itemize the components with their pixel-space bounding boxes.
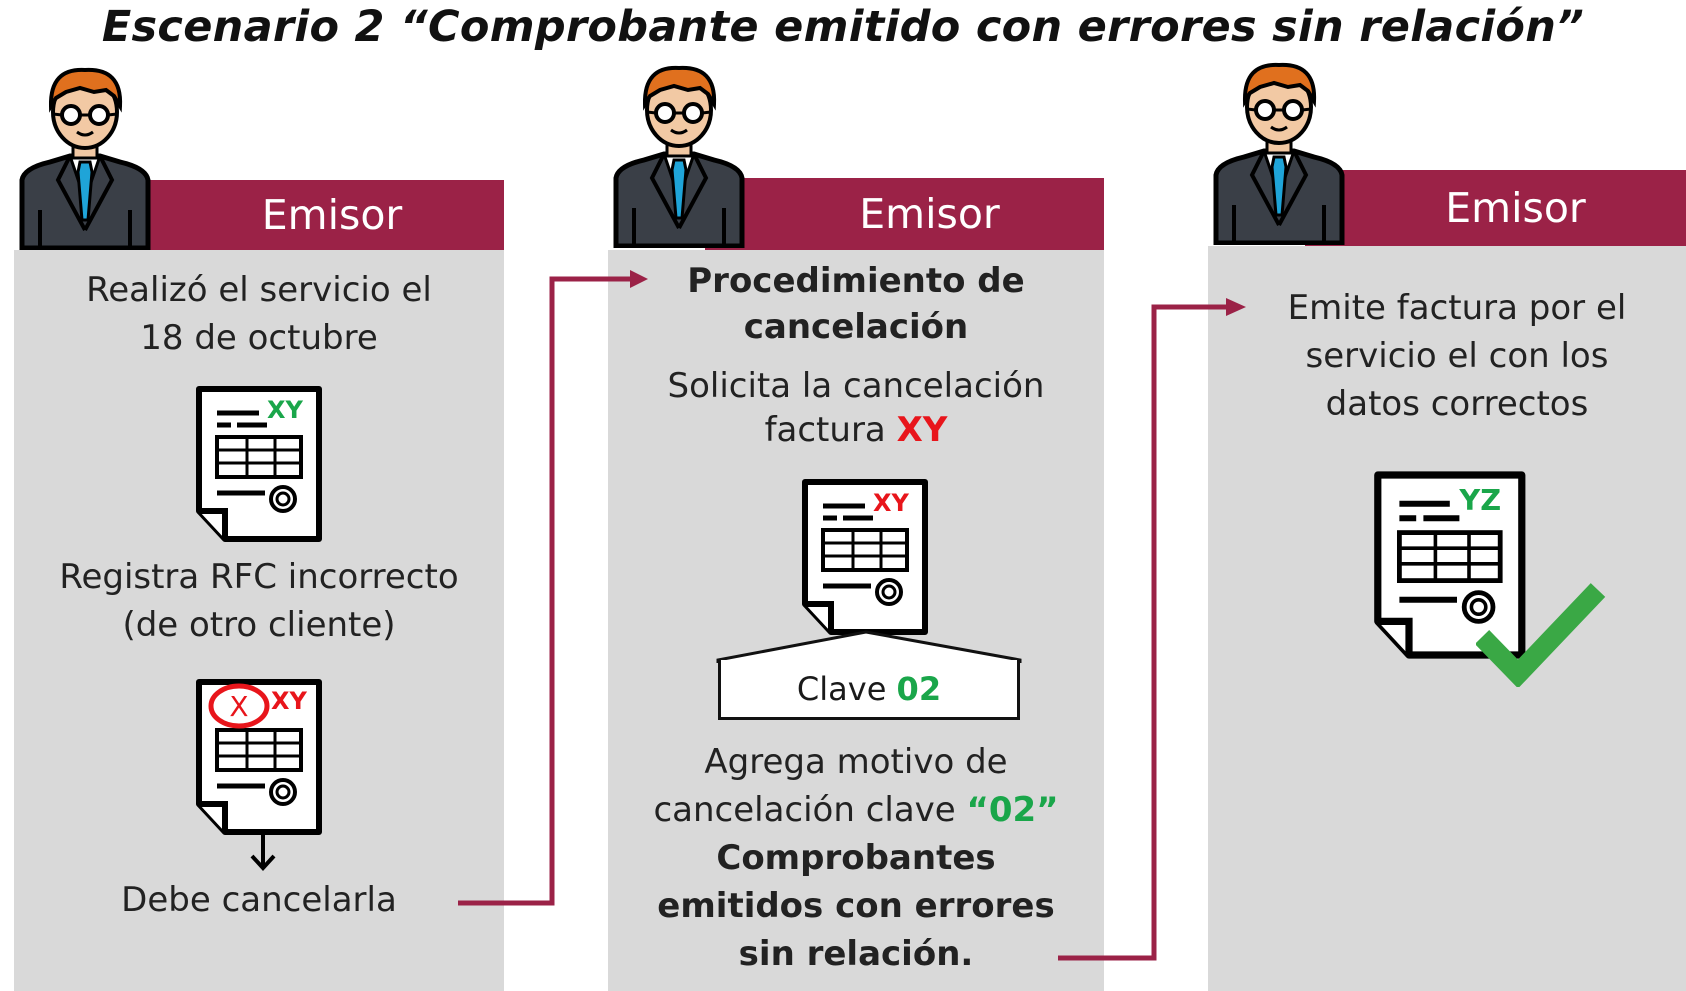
panel-1-line-1: Realizó el servicio el	[86, 270, 432, 310]
panel-3-line-2: servicio el con los	[1305, 336, 1609, 376]
panel-2-request: Solicita la cancelación factura XY	[608, 364, 1104, 452]
panel-3-line-3: datos correctos	[1325, 384, 1589, 424]
panel-3-text: Emite factura por el servicio el con los…	[1232, 284, 1682, 428]
panel-1-middle-2: (de otro cliente)	[122, 605, 396, 645]
panel-2-req-2-code: XY	[896, 410, 948, 450]
panel-2-req-1: Solicita la cancelación	[667, 366, 1045, 406]
page-title: Escenario 2 “Comprobante emitido con err…	[101, 2, 1585, 52]
invoice-error-document-icon: X XY	[196, 679, 322, 835]
clave-code: 02	[896, 669, 942, 708]
doc-2-code: XY	[271, 687, 308, 715]
panel-2-bold-3: sin relación.	[738, 934, 974, 974]
panel-2-bold-1: Comprobantes	[716, 838, 996, 878]
panel-1-text-2: Registra RFC incorrecto (de otro cliente…	[14, 553, 504, 649]
panel-2-proc-1: Procedimiento de	[687, 261, 1025, 301]
panel-1-header: Emisor	[110, 180, 504, 250]
panel-1-footer: Debe cancelarla	[121, 880, 397, 920]
person-icon	[19, 67, 151, 250]
clave-label: Clave	[796, 669, 887, 708]
panel-1-header-label: Emisor	[261, 191, 403, 239]
panel-2-procedure-title: Procedimiento de cancelación	[608, 258, 1104, 350]
person-icon	[613, 65, 745, 248]
invoice-document-icon: YZ	[1374, 471, 1526, 659]
doc-4-code: YZ	[1458, 483, 1501, 517]
panel-1-line-2: 18 de octubre	[140, 318, 378, 358]
panel-2-bold-2: emitidos con errores	[657, 886, 1055, 926]
invoice-document-icon: XY	[196, 386, 322, 542]
panel-3-header-label: Emisor	[1445, 184, 1586, 232]
panel-2-reason: Agrega motivo de cancelación clave “02” …	[608, 738, 1104, 978]
panel-2-req-2: factura XY	[608, 408, 1104, 452]
panel-1-middle-1: Registra RFC incorrecto	[59, 557, 459, 597]
panel-1-text-1: Realizó el servicio el 18 de octubre	[14, 266, 504, 362]
panel-3-line-1: Emite factura por el	[1287, 288, 1627, 328]
panel-1	[14, 250, 504, 991]
panel-2-reason-2-code: “02”	[966, 790, 1059, 830]
panel-2-reason-2: cancelación clave “02”	[608, 786, 1104, 834]
clave-callout-pointer	[716, 630, 1022, 663]
doc-3-code: XY	[873, 489, 910, 517]
arrow-down-icon	[250, 832, 276, 871]
panel-2-reason-1: Agrega motivo de	[704, 742, 1008, 782]
panel-2-header-label: Emisor	[859, 190, 1000, 238]
panel-2-reason-2-prefix: cancelación clave	[653, 790, 956, 830]
panel-3-header: Emisor	[1305, 170, 1686, 246]
check-icon	[1476, 583, 1606, 687]
doc-1-code: XY	[267, 396, 304, 424]
panel-2-req-2-prefix: factura	[764, 410, 886, 450]
panel-2-header: Emisor	[705, 178, 1104, 250]
clave-box: Clave 02	[718, 660, 1020, 720]
error-mark: X	[229, 690, 248, 723]
panel-2-proc-2: cancelación	[743, 307, 969, 347]
person-icon	[1213, 62, 1345, 245]
invoice-document-icon: XY	[802, 479, 928, 635]
